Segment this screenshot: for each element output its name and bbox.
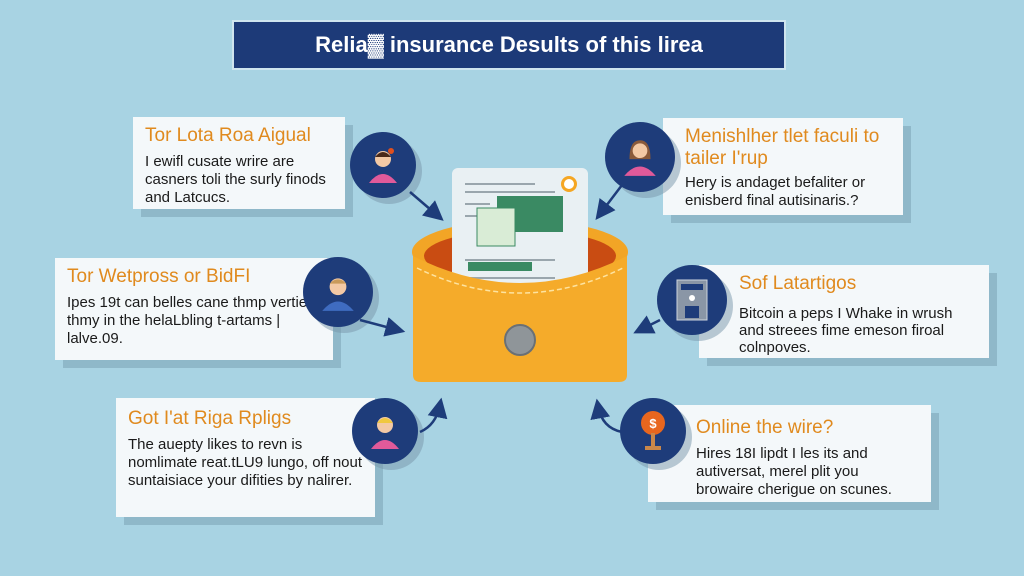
info-card-3: Got I'at Riga Rpligs The auepty likes to…	[116, 398, 375, 517]
info-card-5: Sof Latartigos Bitcoin a peps I Whake in…	[699, 265, 989, 358]
card-body: Hires 18I lipdt I les its and autiversat…	[696, 445, 892, 498]
info-card-2: Tor Wetpross or BidFI Ipes 19t can belle…	[55, 258, 333, 360]
card-heading: Tor Lota Roa Aigual	[145, 125, 311, 146]
card-heading: Got I'at Riga Rpligs	[128, 408, 292, 429]
card-heading: Tor Wetpross or BidFI	[67, 266, 251, 287]
card-heading: Sof Latartigos	[739, 273, 857, 294]
bitcoin-pin-icon: $	[620, 398, 686, 464]
card-heading: Menishlher tlet faculi to tailer I'rup	[685, 126, 880, 169]
info-card-4: Menishlher tlet faculi to tailer I'rup H…	[663, 118, 903, 215]
blonde-person-icon	[352, 398, 418, 464]
man-avatar-icon	[303, 257, 373, 327]
card-body: Hery is andaget befaliter or enisberd fi…	[685, 174, 866, 209]
card-heading: Online the wire?	[696, 417, 834, 438]
info-card-6: Online the wire? Hires 18I lipdt I les i…	[648, 405, 931, 502]
card-body: I ewifl cusate wrire are casners toli th…	[145, 153, 326, 206]
woman-avatar-icon	[350, 132, 416, 198]
info-card-1: Tor Lota Roa Aigual I ewifl cusate wrire…	[133, 117, 345, 209]
atm-machine-icon	[657, 265, 727, 335]
woman-avatar-icon	[605, 122, 675, 192]
card-body: Ipes 19t can belles cane thmp verties th…	[67, 294, 315, 347]
card-body: Bitcoin a peps I Whake in wrush and stre…	[739, 305, 953, 356]
page-title: Relia▓ insurance Desults of this lirea	[234, 22, 784, 68]
card-body: The auepty likes to revn is nomlimate re…	[128, 436, 363, 489]
wallet-document-illustration	[412, 168, 628, 382]
svg-text:$: $	[649, 416, 657, 431]
